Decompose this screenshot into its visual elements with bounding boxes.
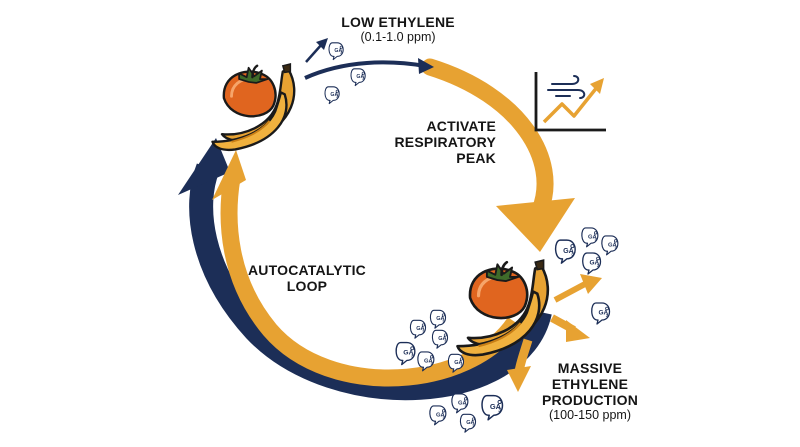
loop-line-2: LOOP <box>286 278 328 295</box>
emission-arrowhead-down <box>507 366 531 392</box>
low-ethylene-range: (0.1-1.0 ppm) <box>360 30 436 45</box>
emission-arrow-main <box>304 60 426 80</box>
gas-bubble-icon <box>395 341 416 366</box>
emission-arrowhead-main <box>418 58 434 74</box>
gas-bubble-icon <box>554 239 576 264</box>
emission-arrowhead-right-up <box>580 274 602 294</box>
autocatalytic-arrowhead-orange <box>212 150 246 200</box>
production-line-2: ETHYLENE <box>551 376 629 393</box>
emission-arrowhead-right <box>566 320 590 342</box>
respiration-chart-icon <box>534 72 606 132</box>
gas-bubble-icon <box>431 329 449 349</box>
gas-bubble-icon <box>409 319 427 339</box>
emission-arrow-right-up <box>553 281 587 303</box>
production-range: (100-150 ppm) <box>549 408 631 423</box>
respiratory-line-1: ACTIVATE <box>426 118 496 134</box>
gas-bubble-icon <box>459 413 477 433</box>
respiratory-line-2: RESPIRATORY <box>394 134 496 151</box>
small-emission-arrow <box>305 43 323 63</box>
gas-bubble-icon <box>429 309 447 329</box>
gas-bubble-icon <box>582 252 602 275</box>
low-ethylene-title: LOW ETHYLENE <box>341 14 455 30</box>
gas-bubble-icon <box>324 86 340 105</box>
gas-bubble-icon <box>350 68 366 87</box>
wind-icon <box>547 75 586 99</box>
gas-bubble-icon <box>591 302 611 325</box>
massive-production-label: MASSIVE ETHYLENE PRODUCTION (100-150 ppm… <box>520 360 660 423</box>
low-ethylene-label: LOW ETHYLENE (0.1-1.0 ppm) <box>318 14 478 44</box>
fruit-group-top <box>211 62 296 152</box>
respiratory-line-3: PEAK <box>456 150 496 167</box>
gas-bubble-icon <box>451 393 469 414</box>
gas-bubble-icon <box>328 42 344 61</box>
production-line-3: PRODUCTION <box>541 392 639 409</box>
respiratory-arrow <box>421 58 554 219</box>
respiratory-peak-label: ACTIVATE RESPIRATORY PEAK <box>378 118 496 166</box>
gas-bubble-icon <box>481 394 504 421</box>
loop-line-1: AUTOCATALYTIC <box>248 262 366 278</box>
gas-bubble-icon <box>581 227 599 248</box>
gas-bubble-icon <box>429 405 447 426</box>
autocatalytic-arrowhead-navy <box>178 138 230 195</box>
respiratory-arrowhead <box>496 198 575 252</box>
gas-bubble-icon <box>601 235 619 256</box>
production-line-1: MASSIVE <box>557 360 623 376</box>
small-emission-arrowhead <box>316 38 328 50</box>
autocatalytic-loop-label: AUTOCATALYTIC LOOP <box>232 262 382 294</box>
